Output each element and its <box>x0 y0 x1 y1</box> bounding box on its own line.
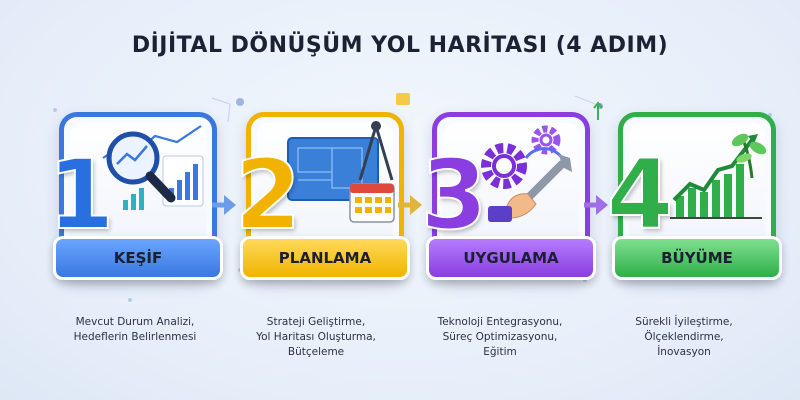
step-3: 3 UYGULAMA <box>418 100 598 300</box>
arrow-right-icon <box>212 195 236 215</box>
blueprint-calendar-icon <box>287 121 395 223</box>
page-title: DİJİTAL DÖNÜŞÜM YOL HARİTASI (4 ADIM) <box>131 33 669 58</box>
step-description: Mevcut Durum Analizi, Hedeflerin Belirle… <box>45 315 225 345</box>
growth-chart-plant-icon <box>670 133 767 219</box>
step-4: 4 BÜYÜME <box>604 100 784 300</box>
description-line: Strateji Geliştirme, <box>266 316 366 328</box>
description-line: Yol Haritası Oluşturma, <box>256 331 376 343</box>
description-line: Teknoloji Entegrasyonu, <box>437 316 563 328</box>
step-number: 2 <box>234 139 303 251</box>
step-label: BÜYÜME <box>612 236 782 280</box>
step-description: Strateji Geliştirme, Yol Haritası Oluştu… <box>226 315 406 360</box>
arrow-right-icon <box>584 195 608 215</box>
step-1: 1 KEŞİF <box>45 100 225 300</box>
description-line: Hedeflerin Belirlenmesi <box>73 331 197 343</box>
description-line: Süreç Optimizasyonu, <box>442 331 558 343</box>
description-line: Bütçeleme <box>287 346 345 358</box>
description-line: İnovasyon <box>657 346 711 358</box>
description-line: Mevcut Durum Analizi, <box>75 316 195 328</box>
step-description: Sürekli İyileştirme, Ölçeklendirme, İnov… <box>594 315 774 360</box>
description-line: Sürekli İyileştirme, <box>635 316 733 328</box>
step-label: KEŞİF <box>53 236 223 280</box>
step-description: Teknoloji Entegrasyonu, Süreç Optimizasy… <box>410 315 590 360</box>
magnifier-chart-icon <box>102 125 204 210</box>
step-label: UYGULAMA <box>426 236 596 280</box>
description-line: Eğitim <box>483 346 517 358</box>
description-line: Ölçeklendirme, <box>644 331 724 343</box>
step-number: 1 <box>47 139 116 251</box>
arrow-right-icon <box>398 195 422 215</box>
step-number: 3 <box>420 139 489 251</box>
step-number: 4 <box>606 139 675 251</box>
step-label: PLANLAMA <box>240 236 410 280</box>
step-2: 2 PLANLAMA <box>232 100 412 300</box>
gear-wrench-icon <box>481 125 572 222</box>
